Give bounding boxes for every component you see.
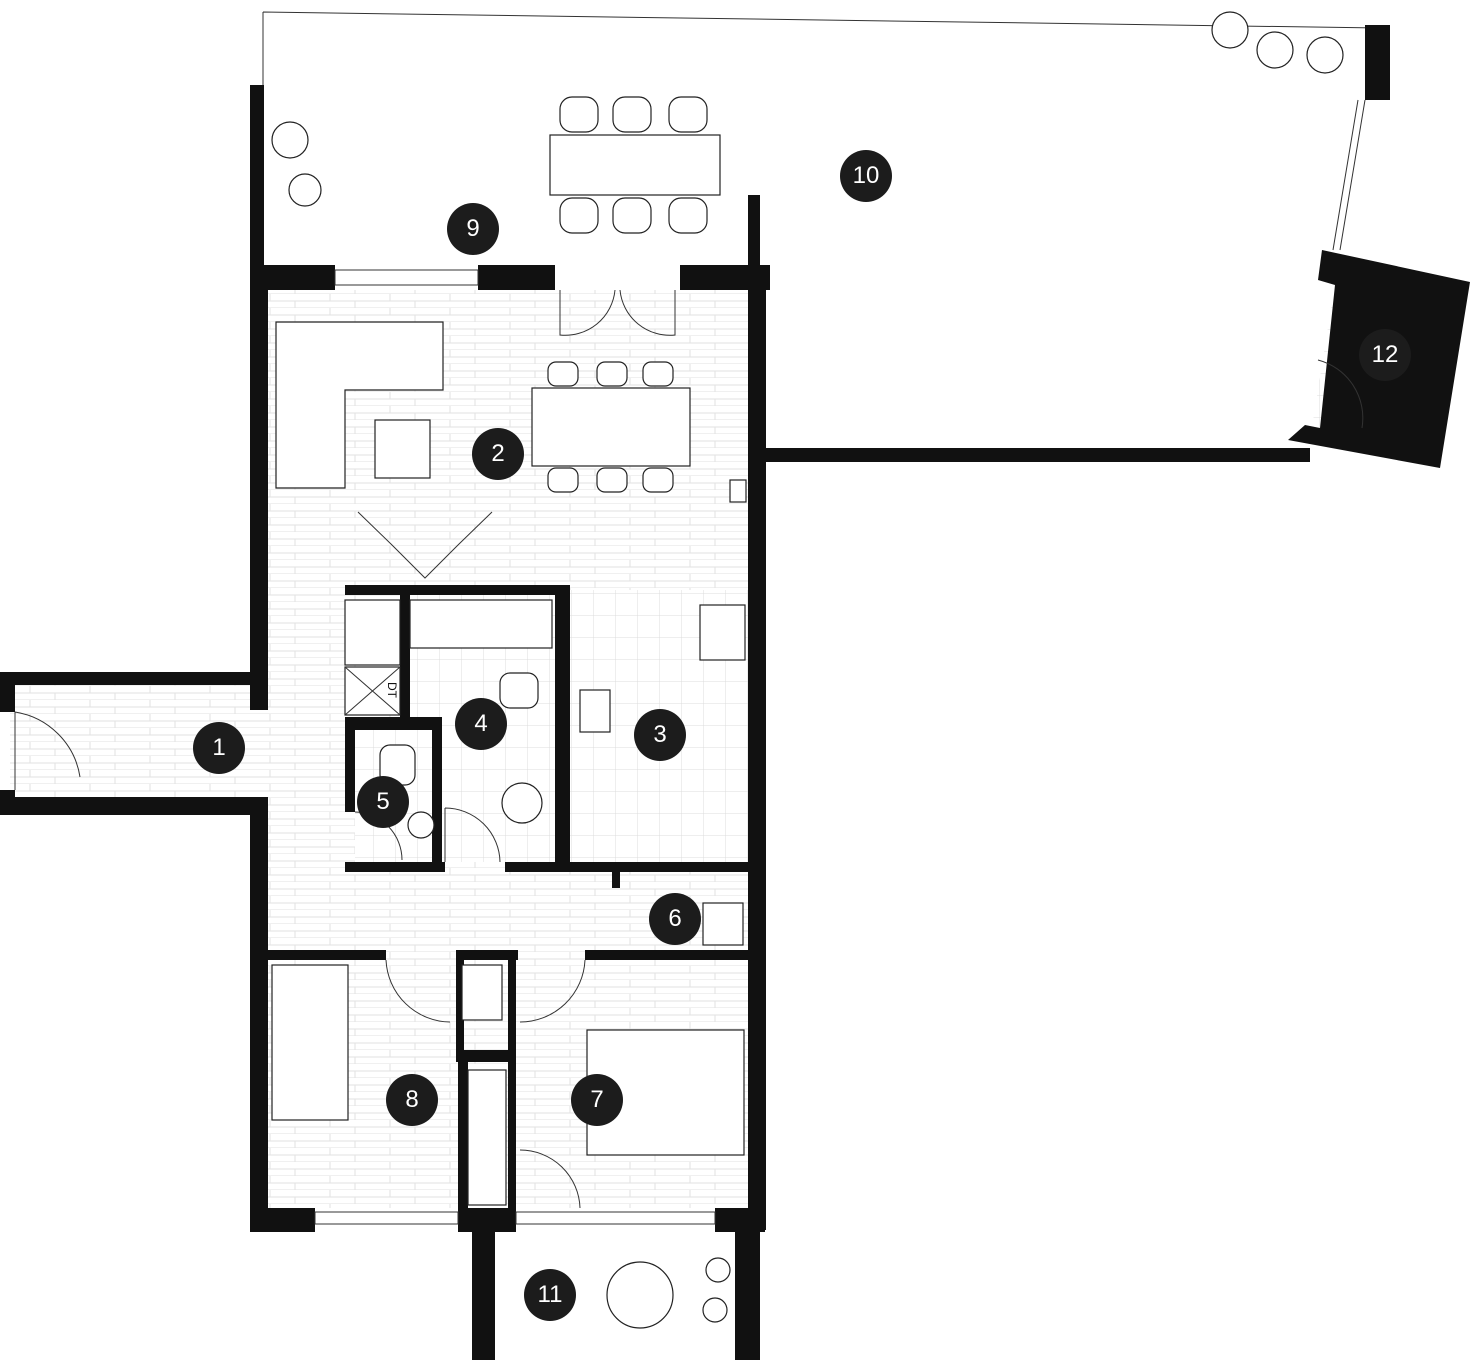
furniture <box>271 11 1344 1329</box>
room-marker-12: 12 <box>1359 329 1411 381</box>
room-marker-2: 2 <box>472 428 524 480</box>
plants <box>271 11 1344 1323</box>
bathtub <box>409 599 553 649</box>
room-marker-11: 11 <box>524 1269 576 1321</box>
bathroom-sink <box>501 782 543 824</box>
shelving <box>344 599 401 666</box>
washing-machine <box>702 902 744 946</box>
windows <box>314 269 716 1225</box>
room-marker-4: 4 <box>455 698 507 750</box>
single-bed <box>271 964 349 1121</box>
sofa <box>275 321 444 489</box>
doors <box>14 289 1364 1209</box>
terrace-railing <box>1332 99 1366 251</box>
kitchen-sink <box>579 689 611 733</box>
room-marker-6: 6 <box>649 893 701 945</box>
dining-table <box>531 387 691 467</box>
toilet <box>499 672 539 709</box>
terrace-outline <box>262 11 1381 90</box>
terrace-table <box>549 134 721 196</box>
room-marker-3: 3 <box>634 709 686 761</box>
room-marker-10: 10 <box>840 150 892 202</box>
walls <box>0 25 1470 1360</box>
wardrobe-8 <box>461 964 503 1021</box>
cooktop <box>699 604 746 661</box>
dryer-label: DT <box>385 682 399 698</box>
wardrobe-7 <box>467 1069 507 1206</box>
column <box>729 479 747 503</box>
room-marker-8: 8 <box>386 1074 438 1126</box>
room-marker-5: 5 <box>357 776 409 828</box>
wc-sink <box>407 811 435 839</box>
coffee-table <box>374 419 431 479</box>
room-marker-7: 7 <box>571 1074 623 1126</box>
room-marker-9: 9 <box>447 203 499 255</box>
balcony-table <box>606 1261 674 1329</box>
room-marker-1: 1 <box>193 722 245 774</box>
